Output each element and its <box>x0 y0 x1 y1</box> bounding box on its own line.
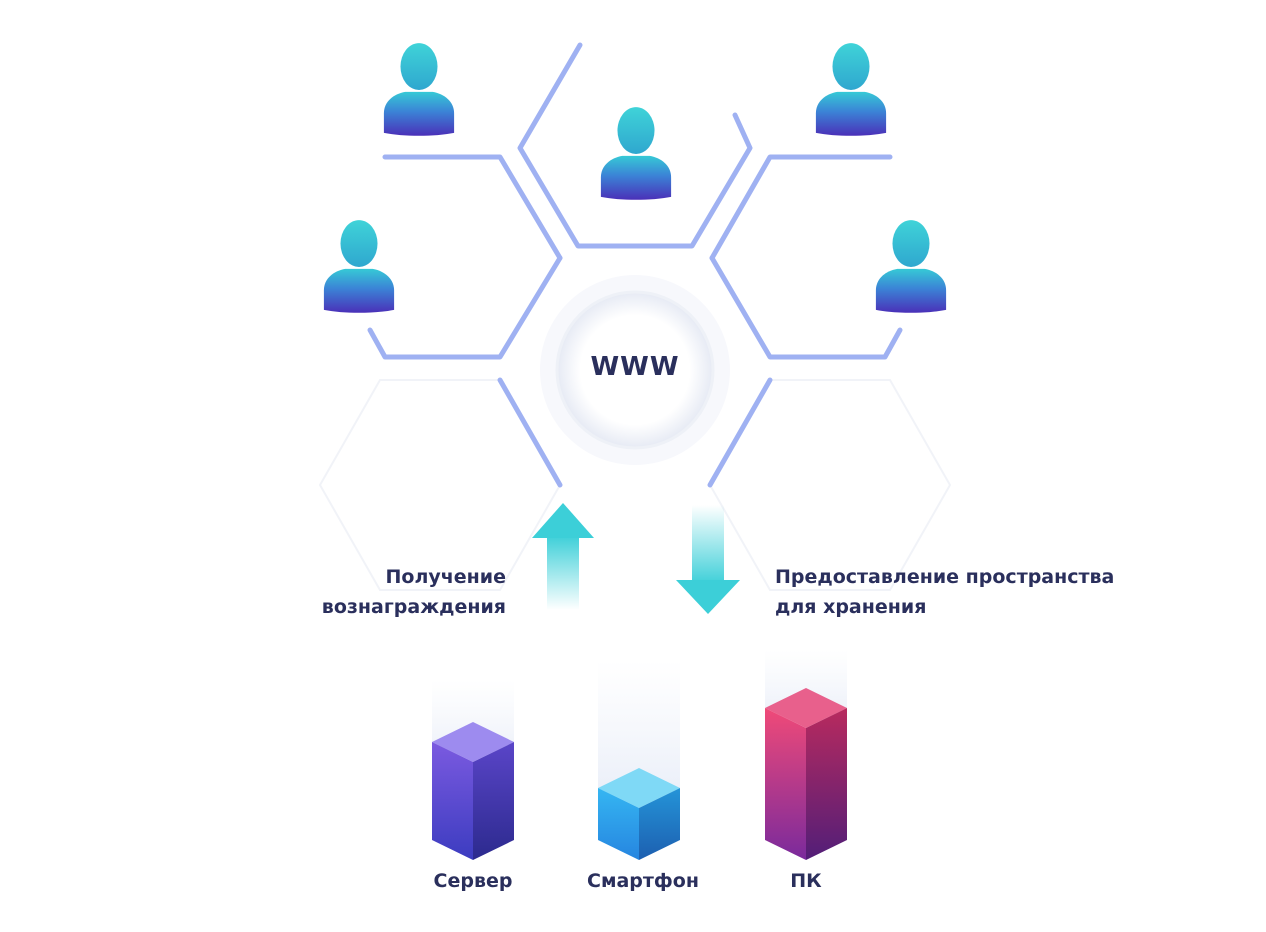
center-circle <box>555 290 715 450</box>
receive-reward-line-2: вознаграждения <box>321 596 506 618</box>
receive-reward-label: Получение вознаграждения <box>300 562 506 622</box>
provide-storage-line-2: для хранения <box>775 596 927 618</box>
user-icons <box>323 43 947 313</box>
pc-label: ПК <box>790 870 822 892</box>
hexagon-lines <box>367 42 903 488</box>
smartphone-label: Смартфон <box>587 870 699 892</box>
download-arrow-icon <box>676 505 740 614</box>
user-icon <box>323 220 395 313</box>
provide-storage-line-1: Предоставление пространства <box>775 566 1115 588</box>
user-icon <box>600 107 672 200</box>
user-icon <box>383 43 455 136</box>
server-icon <box>432 722 514 860</box>
upload-arrow-icon <box>532 503 594 610</box>
user-icon <box>815 43 887 136</box>
server-label: Сервер <box>433 870 513 892</box>
user-icon <box>875 220 947 313</box>
center-label: WWW <box>590 352 680 382</box>
provide-storage-label: Предоставление пространства для хранения <box>775 562 1114 622</box>
pc-icon <box>765 688 847 860</box>
receive-reward-line-1: Получение <box>385 566 506 588</box>
smartphone-icon <box>598 768 680 860</box>
